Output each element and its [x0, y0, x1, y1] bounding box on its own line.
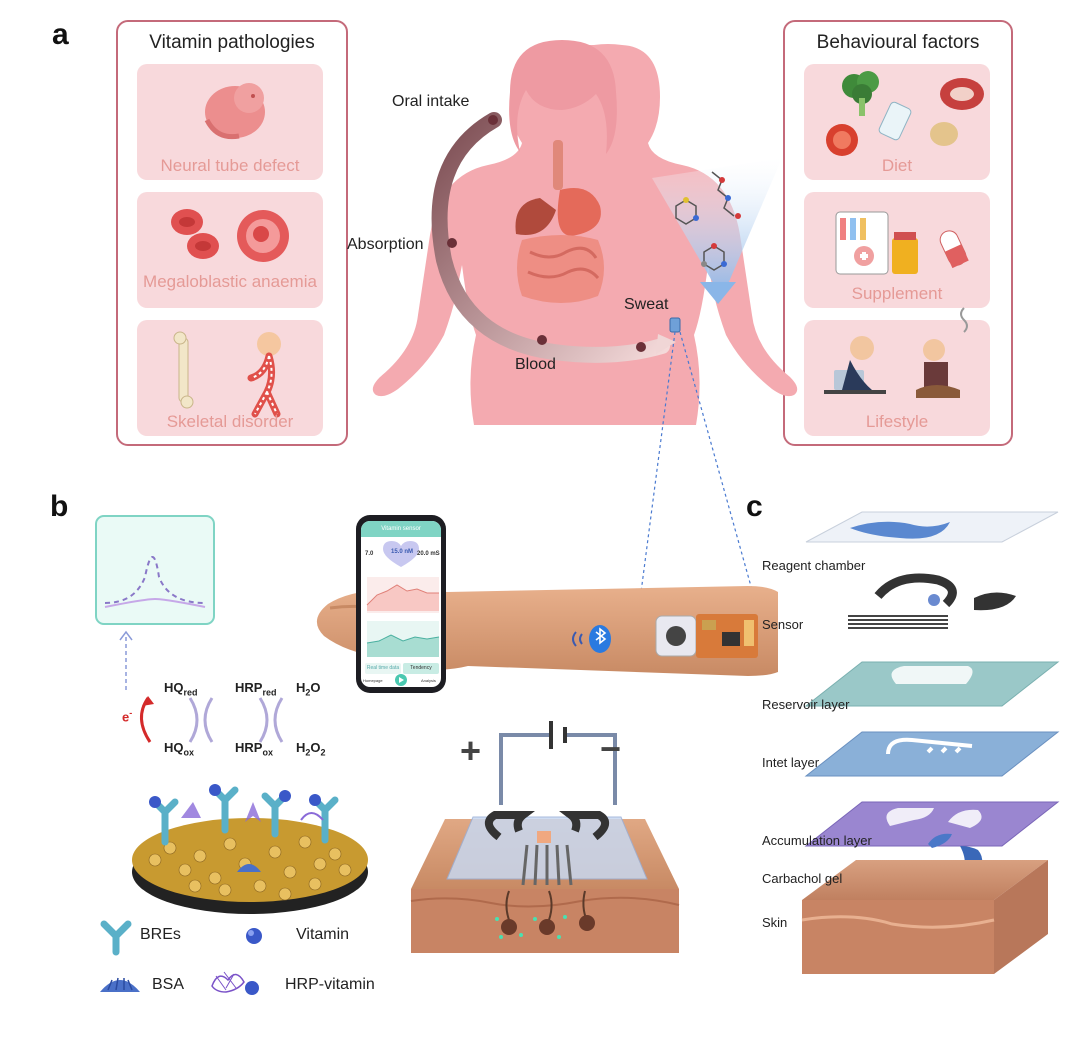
skeletal-disorder-card: Skeletal disorder — [137, 320, 323, 436]
skeleton-icon — [173, 331, 281, 418]
skeletal-disorder-label: Skeletal disorder — [166, 412, 294, 431]
neural-tube-defect-label: Neural tube defect — [160, 156, 300, 175]
vitamin-legend-label: Vitamin — [296, 926, 350, 943]
vitamin-pathologies-box: Vitamin pathologies Neural tube defect M… — [116, 20, 348, 446]
bres-icon — [100, 920, 132, 956]
wearable-device — [655, 614, 758, 658]
heart-icon — [383, 541, 419, 567]
tendency-button[interactable]: Tendency — [403, 663, 439, 674]
panel-label-c: c — [746, 490, 763, 523]
sweat-cone — [652, 158, 782, 298]
fetus-icon — [204, 83, 265, 140]
layer-label-carbachol-gel: Carbachol gel — [762, 871, 843, 886]
supplement-label: Supplement — [851, 284, 943, 303]
layer-label-reagent-chamber: Reagent chamber — [762, 558, 866, 573]
h2o2-label: H2O2 — [296, 740, 326, 758]
circulation-arc — [431, 112, 670, 363]
hrp-vitamin-legend-label: HRP-vitamin — [285, 976, 375, 993]
sweat-label: Sweat — [624, 296, 669, 313]
phone-value-right: 20.0 mS — [417, 551, 440, 557]
layer-label-skin: Skin — [762, 915, 788, 930]
food-icon — [826, 71, 984, 156]
real-time-data-button[interactable]: Real time data — [365, 663, 401, 674]
nav-analysis[interactable]: Analysis — [421, 678, 436, 683]
phone-screen: Vitamin sensor 7.0 15.0 nM 20.0 mS Real … — [361, 521, 441, 687]
lifestyle-label: Lifestyle — [865, 412, 929, 431]
layer-label-sensor: Sensor — [762, 617, 804, 632]
phone-value-left: 7.0 — [365, 551, 374, 557]
megaloblastic-anaemia-card: Megaloblastic anaemia — [137, 192, 323, 308]
hrp-red-label: HRPred — [235, 680, 277, 698]
redox-cycle-arrows — [140, 696, 284, 743]
smartphone: Vitamin sensor 7.0 15.0 nM 20.0 mS Real … — [356, 515, 446, 693]
diet-label: Diet — [881, 156, 913, 175]
lifestyle-card: Lifestyle — [804, 307, 990, 436]
h2o-label: H2O — [296, 680, 321, 698]
red-blood-cell-icon — [171, 209, 289, 262]
layer-label-reservoir: Reservoir layer — [762, 697, 850, 712]
nav-homepage[interactable]: Homepage — [363, 678, 383, 683]
blood-label: Blood — [515, 356, 556, 373]
panel-label-b: b — [50, 490, 69, 523]
hq-ox-label: HQox — [164, 740, 195, 758]
dashed-arrow-up — [119, 630, 133, 690]
behavioural-factors-title: Behavioural factors — [816, 32, 980, 53]
electrode-surface — [132, 784, 368, 914]
wrist-sensor-patch — [669, 317, 681, 333]
layer-label-accumulation: Accumulation layer — [762, 833, 872, 848]
neural-tube-defect-card: Neural tube defect — [137, 64, 323, 180]
play-icon[interactable] — [395, 674, 407, 686]
supplement-card: Supplement — [804, 192, 990, 308]
lifestyle-icon — [824, 307, 968, 398]
diet-card: Diet — [804, 64, 990, 180]
vitamin-pathologies-title: Vitamin pathologies — [149, 32, 315, 53]
oral-intake-label: Oral intake — [392, 93, 470, 110]
bluetooth-icon — [572, 625, 611, 653]
bres-legend-label: BREs — [140, 926, 181, 943]
panel-label-a: a — [52, 18, 69, 51]
hrp-ox-label: HRPox — [235, 740, 273, 758]
absorption-label: Absorption — [347, 236, 424, 253]
phone-value-center: 15.0 nM — [391, 549, 414, 555]
negative-terminal: − — [600, 728, 622, 769]
bsa-icon — [100, 977, 140, 992]
bsa-legend-label: BSA — [152, 976, 185, 993]
phone-app-header: Vitamin sensor — [361, 521, 441, 537]
electron-label: e- — [122, 708, 133, 725]
exploded-layer-stack — [801, 511, 1060, 974]
megaloblastic-anaemia-label: Megaloblastic anaemia — [143, 272, 317, 291]
phone-chart-bottom — [366, 621, 440, 657]
layer-label-inlet: Intet layer — [762, 755, 820, 770]
voltammogram-plot — [95, 515, 215, 625]
phone-chart-top — [366, 577, 439, 613]
vitamin-icon — [246, 928, 262, 944]
hrp-vitamin-icon — [211, 971, 259, 995]
sensor-on-skin — [410, 721, 680, 953]
behavioural-factors-box: Behavioural factors Diet — [783, 20, 1013, 446]
positive-terminal: + — [460, 730, 482, 771]
human-body-figure — [372, 40, 798, 601]
supplement-icon — [835, 211, 969, 275]
hq-red-label: HQred — [164, 680, 198, 698]
